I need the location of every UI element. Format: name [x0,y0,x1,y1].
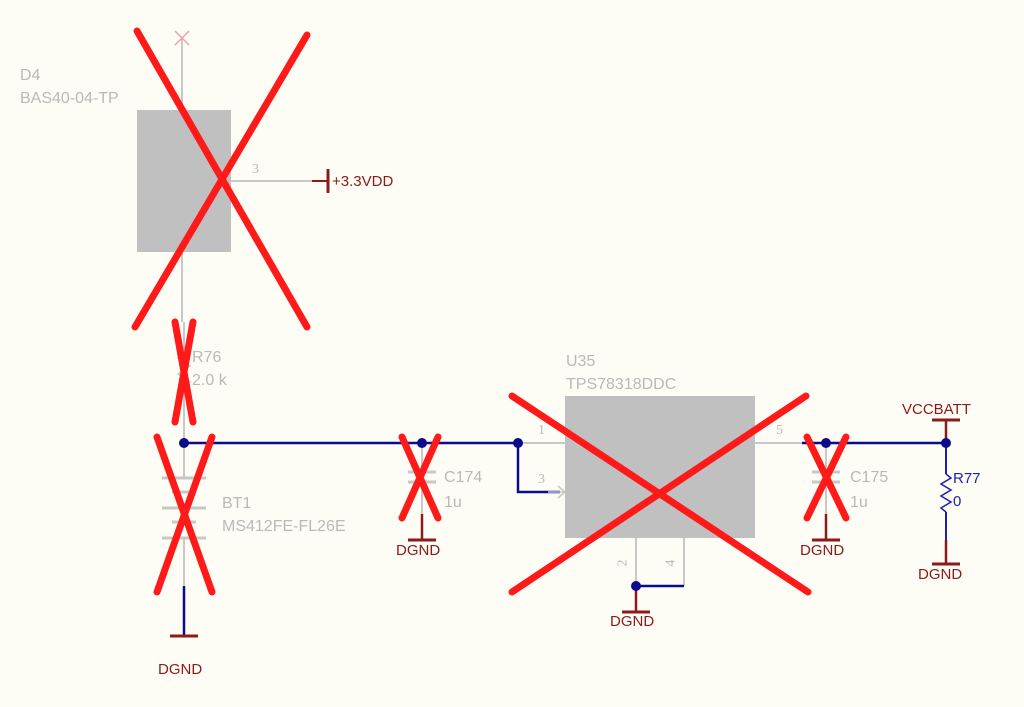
c175-ref: C175 [850,469,889,486]
r77-ref: R77 [953,470,981,487]
r77-gnd-label: DGND [918,566,963,583]
d4-pin3-number: 3 [252,162,259,177]
r77-value: 0 [953,493,962,510]
u35-pin4-number: 4 [663,559,679,567]
bt1-value: MS412FE-FL26E [222,518,346,535]
r77-symbol[interactable] [939,443,953,540]
u35-ref: U35 [566,353,596,370]
u35-pin3-number: 3 [538,472,545,487]
d4-symbol[interactable] [137,30,312,322]
u35-dnp-cross [508,392,812,596]
c175-value: 1u [850,494,868,511]
c174-value: 1u [444,494,462,511]
vdd-port [312,169,330,193]
c175-gnd-label: DGND [800,542,845,559]
u35-pin2-number: 2 [615,559,631,567]
u35-pin-3 [548,485,567,499]
bt1-ref: BT1 [222,495,252,512]
u35-value: TPS78318DDC [566,376,677,393]
bt1-gnd-label: DGND [158,661,203,678]
r76-dnp-cross [171,318,197,426]
bt1-dnp-cross [153,433,216,596]
vdd-net-label: +3.3VDD [332,173,394,190]
d4-dnp-cross [131,27,311,331]
r76-ref: R76 [192,349,222,366]
d4-no-connect-mark [174,30,190,46]
u35-enable-wire [516,443,560,494]
c174-ref: C174 [444,469,483,486]
junction-dots [179,438,951,591]
r76-value: 2.0 k [192,372,227,389]
u35-body[interactable] [565,396,755,538]
c175-dnp-cross [803,433,850,522]
u35-pin1-number: 1 [538,423,545,438]
u35-pin5-number: 5 [776,423,783,438]
d4-body [137,110,231,252]
d4-ref: D4 [20,67,41,84]
c174-gnd-label: DGND [396,542,441,559]
u35-gnd-label: DGND [610,613,655,630]
c174-dnp-cross [398,433,442,522]
vccbatt-net-label: VCCBATT [902,401,971,418]
d4-value: BAS40-04-TP [20,90,119,107]
